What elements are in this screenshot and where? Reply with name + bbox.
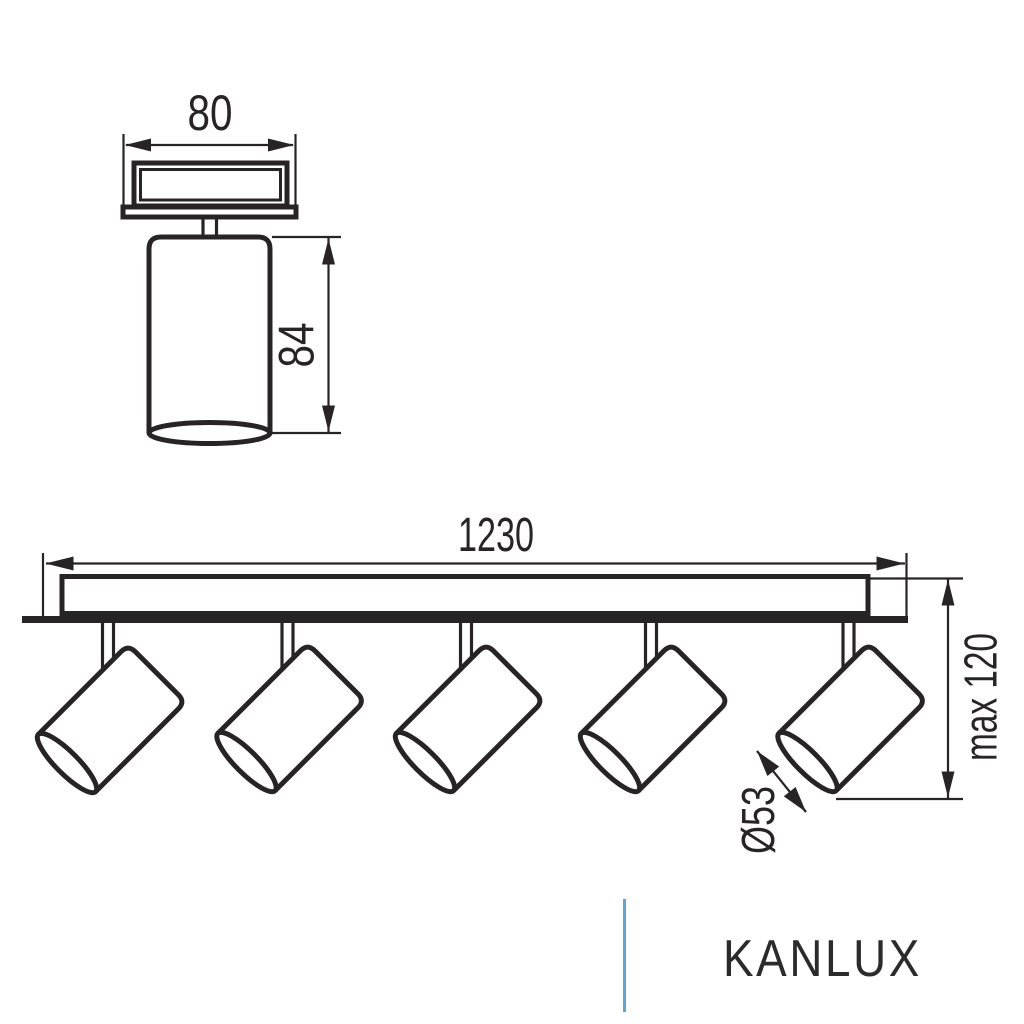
arrowhead-right-icon	[876, 556, 905, 571]
logo-accent-line	[623, 899, 626, 1012]
arrowhead-up-icon	[941, 579, 955, 606]
detail-cylinder-body	[146, 234, 273, 433]
rail-body	[59, 574, 871, 616]
height-dim-label: 84	[269, 323, 325, 368]
mount-plate	[120, 204, 299, 220]
arrowhead-left-icon	[45, 556, 74, 571]
spotlight-head-1	[31, 645, 186, 800]
diameter-dim-label: Ø53	[732, 786, 784, 854]
brand-name: KANLUX	[723, 930, 922, 988]
spotlight-head-3	[389, 644, 544, 799]
width-dim-label: 80	[188, 85, 233, 141]
spotlight-head-4	[574, 644, 729, 799]
arrowhead-upleft-icon	[757, 751, 780, 776]
mount-box-inner	[139, 168, 282, 202]
spotlight-head-2	[210, 644, 365, 799]
rail-base-plate	[22, 616, 908, 623]
arrowhead-right-icon	[268, 138, 295, 152]
detail-cylinder-opening	[146, 420, 273, 446]
rail-fixture-view: 1230 max 120	[22, 509, 1007, 854]
length-dim-label: 1230	[458, 509, 534, 562]
arrowhead-left-icon	[124, 138, 151, 152]
max-height-dim-label: max 120	[955, 633, 1007, 761]
arrowhead-down-icon	[322, 405, 335, 432]
arrowhead-down-icon	[941, 771, 955, 798]
spotlight-head-5	[771, 644, 926, 799]
arrowhead-up-icon	[322, 238, 335, 265]
single-spot-detail-view: 80 84	[120, 85, 341, 446]
arrowhead-downright-icon	[783, 787, 806, 812]
